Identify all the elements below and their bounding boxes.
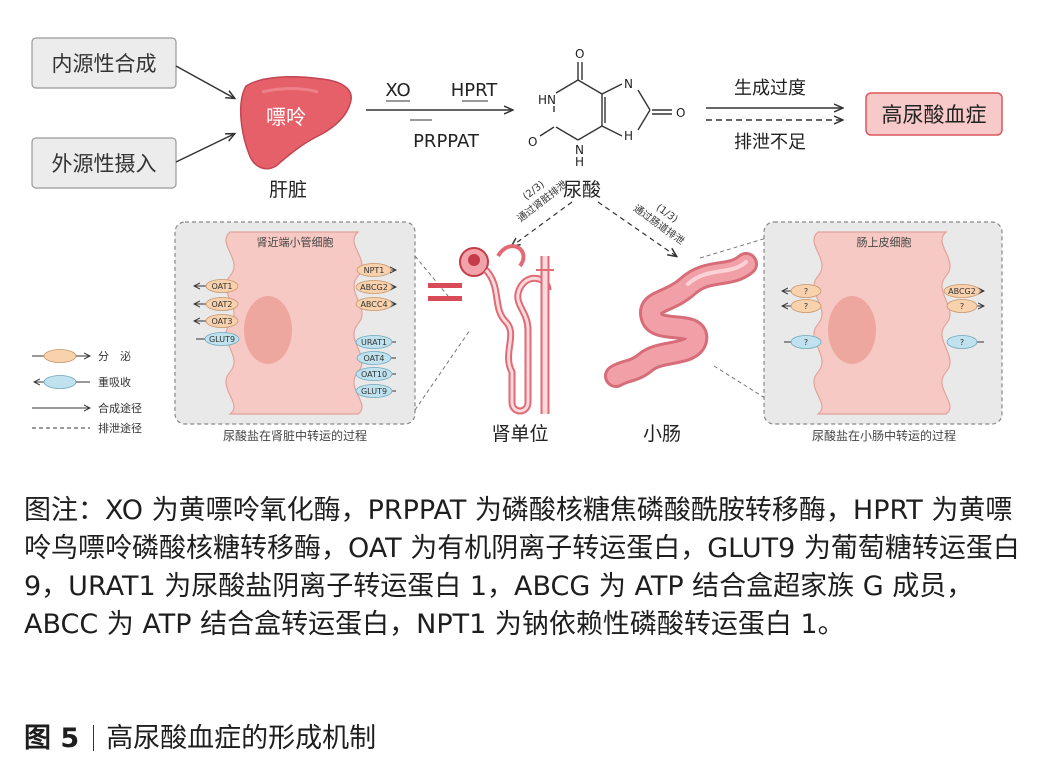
transporter-oat10: OAT10 <box>361 370 387 379</box>
atom-h-right: H <box>624 129 633 143</box>
atom-n-bottom: N <box>575 143 584 157</box>
transporter-abcg2: ABCG2 <box>360 283 388 292</box>
intestine-panel-caption: 尿酸盐在小肠中转运的过程 <box>812 428 956 443</box>
renal-excretion-arrow <box>512 201 573 246</box>
figure-number: 图 5 <box>24 723 80 754</box>
atom-h-bottom: H <box>575 155 584 169</box>
legend-reabsorption: 重吸收 <box>98 375 131 389</box>
uric-acid-atoms: O HN O N H N H O <box>528 47 685 169</box>
exogenous-source-box: 外源性摄入 <box>31 137 177 189</box>
figure-title: 图 5 高尿酸血症的形成机制 <box>24 716 376 755</box>
figure-caption: 图注：XO 为黄嘌呤氧化酶，PRPPAT 为磷酸核糖焦磷酸酰胺转移酶，HPRT … <box>24 495 1020 640</box>
atom-o-top: O <box>575 47 584 61</box>
uric-acid-caption: 尿酸 <box>563 179 601 201</box>
mechanism-diagram: 内源性合成 外源性摄入 嘌呤 肝脏 XO HPRT PRPPAT <box>31 37 1003 445</box>
endogenous-arrow <box>175 65 234 98</box>
nephron-illustration <box>414 244 554 415</box>
endogenous-source-box: 内源性合成 <box>31 37 177 89</box>
transporter-glut9-left: GLUT9 <box>209 335 235 344</box>
liver-illustration: 嘌呤 <box>240 76 352 170</box>
intestine-panel-title: 肠上皮细胞 <box>857 236 912 249</box>
hprt-label: HPRT <box>451 80 499 101</box>
kidney-transport-panel: 肾近端小管细胞 尿酸盐在肾脏中转运的过程 OAT1 OAT2 OAT3 GLUT… <box>174 221 416 443</box>
legend: 分 泌 重吸收 合成途径 排泄途径 <box>32 349 142 435</box>
transporter-npt1: NPT1 <box>364 266 385 275</box>
kidney-panel-caption: 尿酸盐在肾脏中转运的过程 <box>223 428 367 443</box>
atom-o-right: O <box>676 106 685 120</box>
exogenous-label: 外源性摄入 <box>52 152 157 176</box>
prppat-label: PRPPAT <box>413 131 480 152</box>
transporter-oat4: OAT4 <box>364 354 385 363</box>
legend-secretion: 分 泌 <box>98 350 131 363</box>
enzyme-pathway: XO HPRT PRPPAT <box>366 80 512 152</box>
transporter-oat3: OAT3 <box>212 317 233 326</box>
uric-acid-structure <box>539 62 672 141</box>
hyperuricemia-box: 高尿酸血症 <box>865 92 1003 136</box>
overproduction-label: 生成过度 <box>734 78 806 99</box>
intestine-right-t3: ? <box>960 338 964 347</box>
purine-label: 嘌呤 <box>266 105 306 129</box>
intestine-caption: 小肠 <box>643 423 681 445</box>
transporter-oat2: OAT2 <box>212 300 233 309</box>
legend-excretion-path: 排泄途径 <box>98 421 142 435</box>
title-separator <box>93 725 95 751</box>
transporter-oat1: OAT1 <box>212 282 233 291</box>
nephron-caption: 肾单位 <box>491 423 548 445</box>
liver-caption: 肝脏 <box>269 179 307 201</box>
transporter-abcc4: ABCC4 <box>360 300 387 309</box>
intestine-left-t1: ? <box>804 287 808 296</box>
underexcretion-label: 排泄不足 <box>734 132 806 153</box>
atom-o-left: O <box>528 135 537 149</box>
kidney-left-transporters: OAT1 OAT2 OAT3 GLUT9 <box>204 279 240 346</box>
kidney-panel-title: 肾近端小管细胞 <box>257 235 334 249</box>
renal-excretion-text: (2/3) 通过肾脏排泄 <box>514 178 569 225</box>
transporter-urat1: URAT1 <box>361 338 387 347</box>
hyperuricemia-label: 高尿酸血症 <box>882 103 987 127</box>
figure-title-text: 高尿酸血症的形成机制 <box>106 723 377 754</box>
intestine-left-t2: ? <box>804 302 808 311</box>
transporter-glut9-right: GLUT9 <box>361 387 387 396</box>
atom-hn: HN <box>538 93 556 107</box>
endogenous-label: 内源性合成 <box>52 52 157 76</box>
atom-n-top: N <box>624 77 633 91</box>
xo-label: XO <box>385 80 410 101</box>
intestine-right-abcg2: ABCG2 <box>948 287 976 296</box>
intestine-right-t2: ? <box>960 302 964 311</box>
intestine-transport-panel: 肠上皮细胞 尿酸盐在小肠中转运的过程 ? ? ? ABCG2 ? ? <box>763 221 1003 443</box>
intestinal-excretion-arrow <box>597 201 676 256</box>
kidney-right-transporters: NPT1 ABCG2 ABCC4 URAT1 OAT4 OAT10 GLUT9 <box>355 263 393 398</box>
exogenous-arrow <box>175 134 234 163</box>
intestinal-excretion-text: (1/3) 通过肠道排泄 <box>631 201 687 247</box>
intestine-left-t3: ? <box>804 338 808 347</box>
legend-synthesis-path: 合成途径 <box>98 401 142 415</box>
small-intestine-illustration <box>604 227 801 421</box>
